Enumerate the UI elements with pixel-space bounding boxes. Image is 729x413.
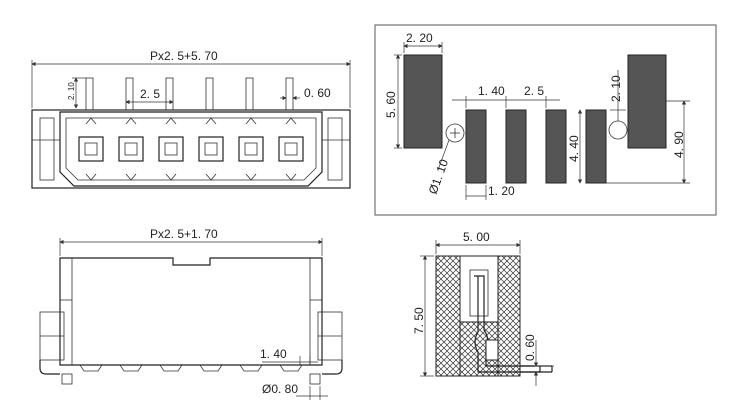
fp-pad-pitch-a: 1. 40: [478, 84, 505, 98]
left-solder-tab: [39, 360, 60, 375]
left-latch: [39, 117, 55, 181]
signal-pad-4: [585, 109, 607, 184]
bottom-pin-spacing: 1. 40: [260, 347, 287, 361]
side-depth: 5. 00: [463, 230, 490, 244]
fp-pad-pitch-b: 2. 5: [524, 84, 544, 98]
side-height: 7. 50: [412, 307, 426, 334]
side-wall-left: [435, 255, 461, 377]
fp-pad-width: 1. 20: [488, 184, 515, 198]
pin-1: [85, 77, 94, 111]
front-pins: [85, 77, 294, 111]
side-lead-thickness: 0. 60: [523, 334, 537, 361]
contact-5: [238, 136, 264, 162]
mount-pad-right: [627, 54, 667, 149]
fp-span: 4. 90: [672, 131, 686, 158]
front-pin-pitch: 2. 5: [140, 87, 160, 101]
bottom-peg-diameter: Ø0. 80: [262, 382, 298, 396]
pin-5: [245, 77, 254, 111]
front-pin-height: 2. 10: [67, 82, 76, 100]
front-view: Px2. 5+5. 70 2. 5 2. 10 0. 60: [31, 49, 351, 189]
side-view: 5. 00 7. 50 0. 60: [412, 230, 554, 386]
bottom-housing: [59, 257, 323, 366]
signal-pad-2: [505, 109, 527, 184]
contact-4: [198, 136, 224, 162]
fp-mount-pad-height: 5. 60: [384, 91, 398, 118]
signal-pad-1: [465, 109, 487, 184]
contact-windows: [78, 136, 304, 162]
front-pin-width: 0. 60: [304, 86, 331, 100]
right-solder-tab: [322, 360, 343, 375]
signal-pad-3: [545, 109, 567, 184]
peg-hole-left: [445, 123, 465, 143]
pin-6: [285, 77, 294, 111]
pin-3: [165, 77, 174, 111]
side-wall-right: [497, 255, 521, 377]
pin-2: [125, 77, 134, 111]
front-overall-width: Px2. 5+5. 70: [150, 49, 218, 63]
footprint-view: 2. 20 5. 60 1. 40 2. 5 2. 10 4. 40 4. 90…: [374, 24, 717, 216]
bottom-overall-width: Px2. 5+1. 70: [150, 227, 218, 241]
bottom-peg-left: [61, 373, 73, 385]
contact-2: [118, 136, 144, 162]
contact-6: [278, 136, 304, 162]
fp-peg-offset: 2. 10: [609, 75, 623, 102]
fp-mount-pad-width: 2. 20: [406, 31, 433, 45]
bottom-view: Px2. 5+1. 70 1. 40 Ø0. 80: [39, 227, 343, 400]
fp-pad-length: 4. 40: [567, 135, 581, 162]
right-latch: [327, 117, 343, 181]
front-housing: [31, 109, 351, 189]
pin-4: [205, 77, 214, 111]
contact-1: [78, 136, 104, 162]
contact-3: [158, 136, 184, 162]
bottom-peg-right: [309, 373, 321, 385]
front-inner-frame: [59, 111, 323, 187]
mount-pad-left: [403, 54, 443, 149]
